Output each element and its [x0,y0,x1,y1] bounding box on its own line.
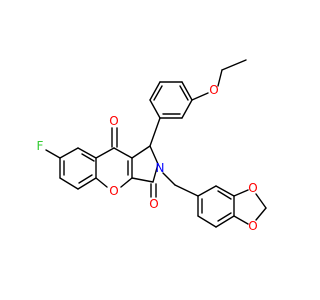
dioxole-oxygen-top: O [248,181,257,195]
bond-c-f [45,149,61,159]
bond [81,153,95,162]
bond [131,145,151,159]
bond [174,184,199,197]
bond [120,177,133,188]
bond [152,163,159,183]
bond [77,147,97,159]
bond [162,172,176,186]
bond [215,215,235,228]
bond [255,207,267,221]
fluorobenzene-ring-bonds [59,147,97,190]
ketone-oxygen: O [109,114,118,128]
fluorine-atom: F [37,139,44,153]
bond [197,185,217,197]
bond [181,99,193,119]
structure-diagram: F O O N O O O O [37,59,267,233]
lactam-oxygen: O [149,197,158,211]
molecule-canvas: F O O N O O O O [37,59,267,233]
bond [59,147,79,159]
phenyl-ring-bonds [149,81,193,119]
pyranone-ring-bonds [95,147,133,188]
bond [78,174,93,184]
bond [131,177,154,183]
benzodioxole-ring-bonds [197,185,235,228]
bond [59,177,79,190]
ring-oxygen: O [109,184,118,198]
bond [149,117,161,147]
bond [233,189,249,197]
pyrrolidinone-ring-bonds [131,145,159,183]
bond [95,147,115,159]
bond [215,185,235,197]
bond [149,145,159,165]
bond [217,190,232,200]
ether-oxygen: O [209,83,218,97]
bond [181,81,193,101]
dioxole-oxygen-bottom: O [248,219,257,233]
bond [149,81,161,101]
bond [153,85,163,101]
bond [179,85,189,101]
bond [77,177,97,190]
bond [113,147,133,159]
bond [221,59,247,71]
bond [233,215,249,225]
bond [95,177,108,188]
bond [217,69,223,87]
bond [191,92,209,101]
bond [149,99,161,119]
bond [217,212,232,222]
bond [197,215,217,228]
nitrogen-atom: N [156,161,165,175]
bond [255,193,267,209]
